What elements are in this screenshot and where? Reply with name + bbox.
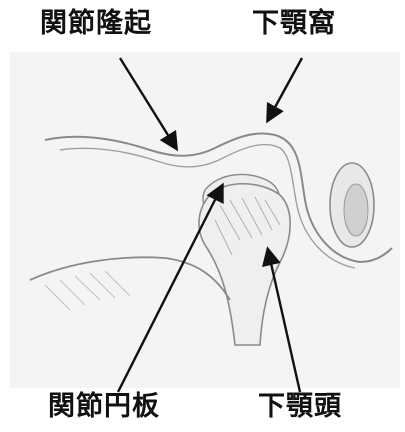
label-articular-eminence: 関節隆起 bbox=[40, 10, 152, 37]
label-articular-disc: 関節円板 bbox=[48, 393, 160, 420]
label-mandibular-condyle: 下顎頭 bbox=[258, 393, 342, 420]
ear-canal-inner bbox=[344, 184, 368, 236]
label-mandibular-fossa: 下顎窩 bbox=[252, 10, 336, 37]
